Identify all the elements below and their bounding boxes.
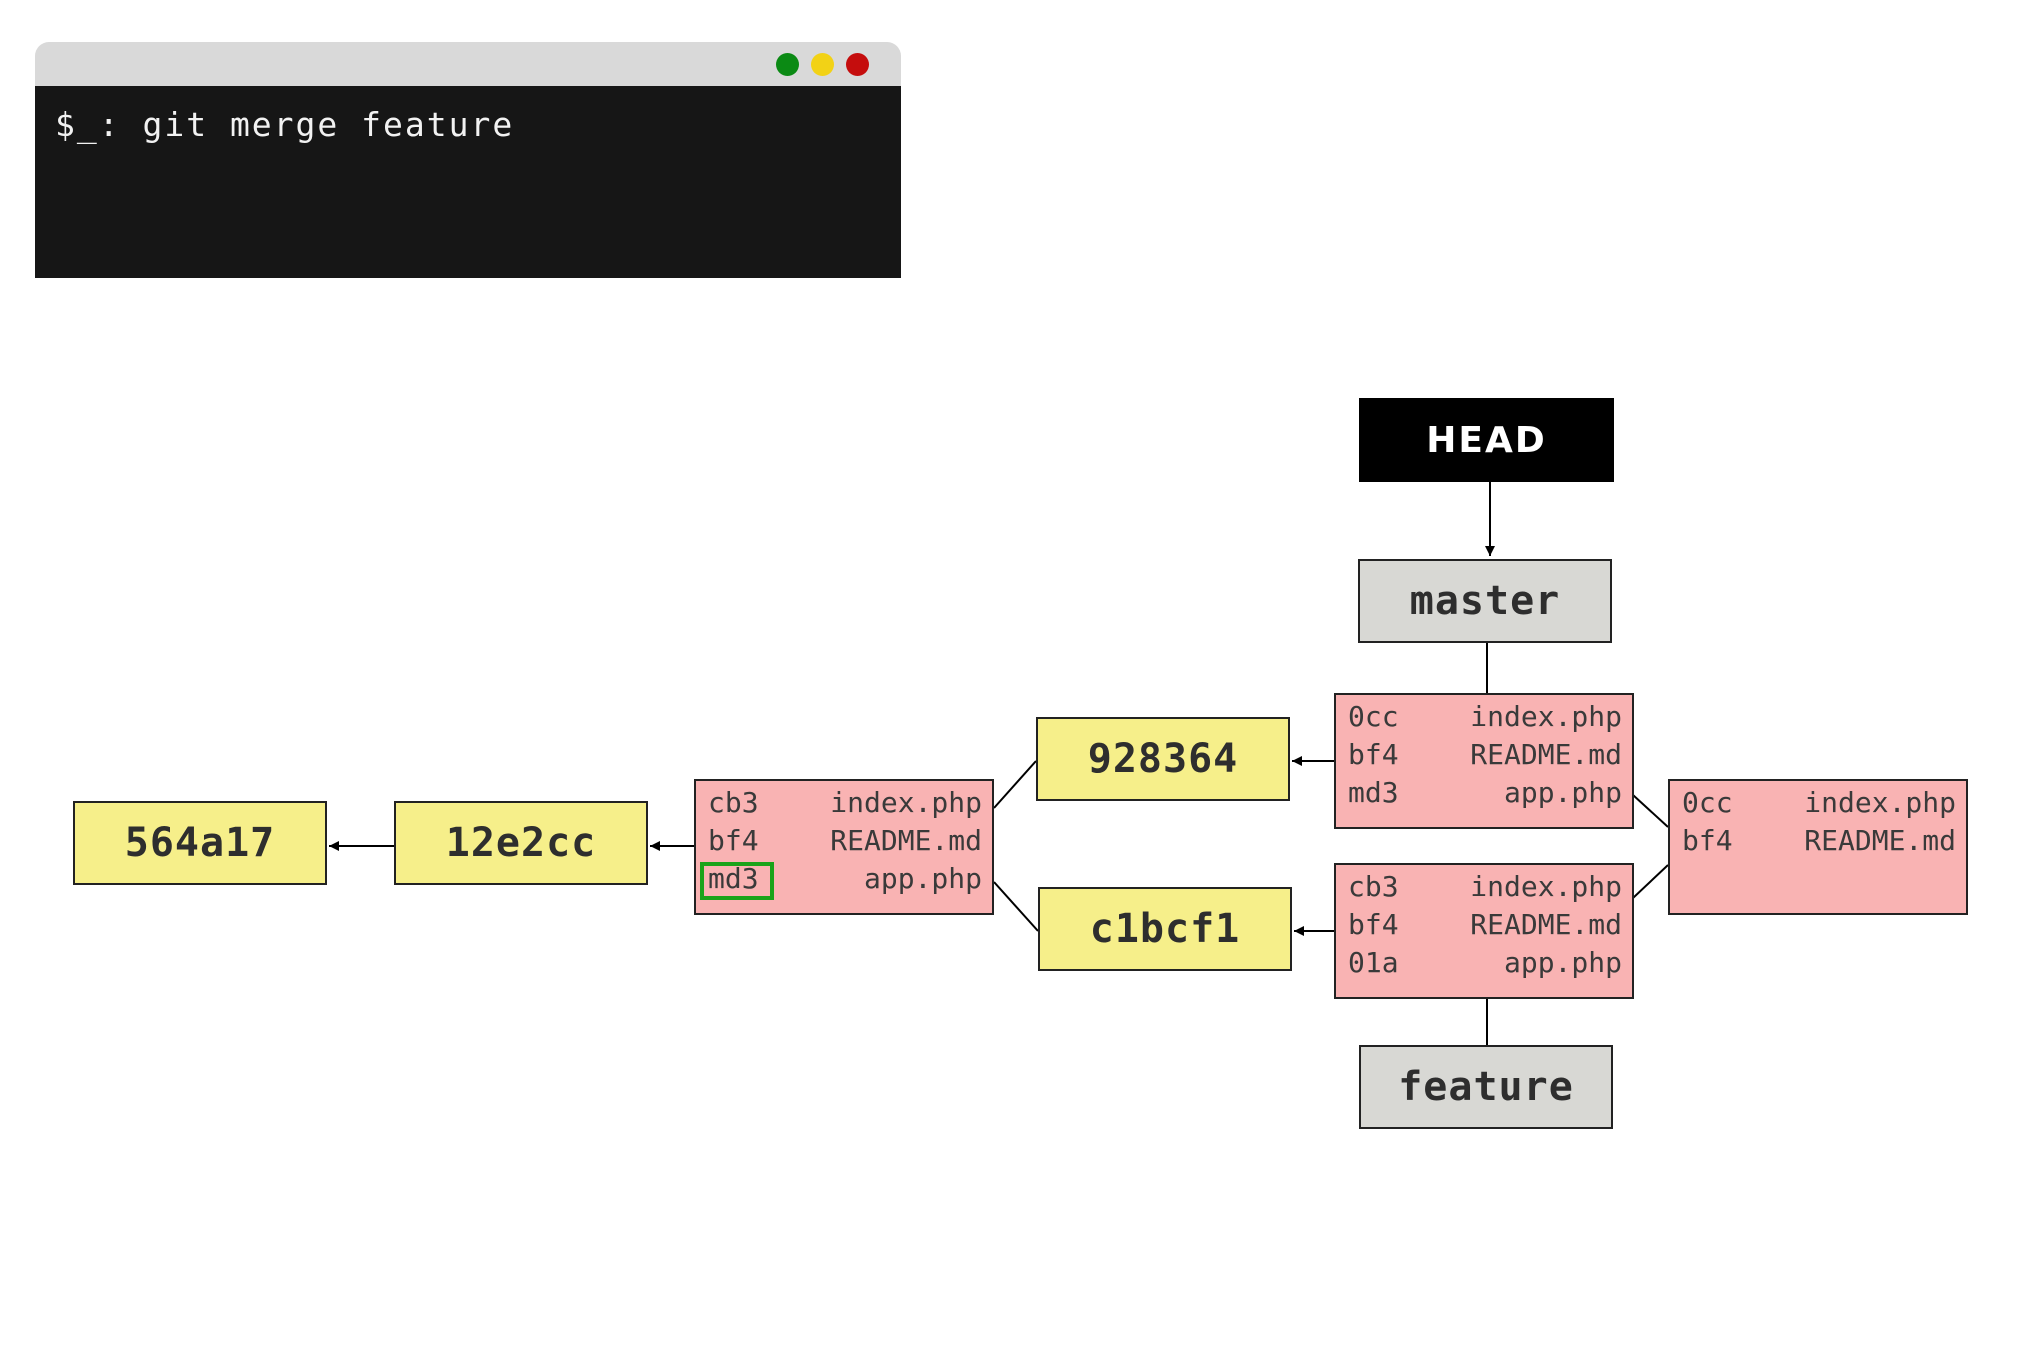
commit-928364[interactable]: 928364 [1036,717,1290,801]
commit-12e2cc[interactable]: 12e2cc [394,801,648,885]
tree-row: 0cc index.php [1348,699,1622,735]
file-name: README.md [1470,738,1622,771]
highlight-box [700,862,774,900]
tree-feature[interactable]: cb3 index.php bf4 README.md 01a app.php [1334,863,1634,999]
file-name: README.md [1470,908,1622,941]
tree-master[interactable]: 0cc index.php bf4 README.md md3 app.php [1334,693,1634,829]
base-to-upper-line [993,760,1037,809]
commit-c1bcf1[interactable]: c1bcf1 [1038,887,1292,971]
blob-hash: bf4 [1348,738,1399,771]
file-name: index.php [1804,786,1956,819]
blob-hash: cb3 [1348,870,1399,903]
commit-hash: 564a17 [124,820,276,866]
blob-hash: md3 [708,862,759,895]
tree-merged[interactable]: 0cc index.php bf4 README.md [1668,779,1968,915]
blob-hash: 0cc [1682,786,1733,819]
tree-row: bf4 README.md [1348,907,1622,943]
master-branch[interactable]: master [1358,559,1612,643]
tree-row: 01a app.php [1348,945,1622,981]
file-name: index.php [1470,870,1622,903]
blob-hash: cb3 [708,786,759,819]
head-label: HEAD [1426,419,1547,461]
commit-hash: 12e2cc [445,820,597,866]
feature-label: feature [1398,1064,1574,1110]
base-to-lower-line [993,881,1039,932]
blob-hash: 01a [1348,946,1399,979]
blob-hash: bf4 [1348,908,1399,941]
terminal-title-bar [35,42,901,86]
feature-branch[interactable]: feature [1359,1045,1613,1129]
commit-hash: c1bcf1 [1089,906,1241,952]
tree-row: cb3 index.php [708,785,982,821]
commit-hash: 928364 [1087,736,1239,782]
tree-row: bf4 README.md [1682,823,1956,859]
green-dot-icon[interactable] [776,53,799,76]
master-label: master [1409,578,1561,624]
blob-hash: md3 [1348,776,1399,809]
file-name: app.php [1503,776,1622,809]
blob-hash: bf4 [1682,824,1733,857]
tree-base[interactable]: cb3 index.php bf4 README.md md3 app.php [694,779,994,915]
red-dot-icon[interactable] [846,53,869,76]
file-name: app.php [863,862,982,895]
commit-564a17[interactable]: 564a17 [73,801,327,885]
file-name: app.php [1503,946,1622,979]
head-ref[interactable]: HEAD [1359,398,1614,482]
file-name: index.php [830,786,982,819]
tree-row: 0cc index.php [1682,785,1956,821]
tree-row: md3 app.php [1348,775,1622,811]
yellow-dot-icon[interactable] [811,53,834,76]
master-tree-to-merged-line [1632,794,1669,828]
file-name: README.md [830,824,982,857]
tree-row: bf4 README.md [1348,737,1622,773]
blob-hash: 0cc [1348,700,1399,733]
file-name: index.php [1470,700,1622,733]
blob-hash: bf4 [708,824,759,857]
tree-row: md3 app.php [708,861,982,897]
terminal-body[interactable] [35,86,901,278]
tree-row: cb3 index.php [1348,869,1622,905]
file-name: README.md [1804,824,1956,857]
terminal-command: $_: git merge feature [55,105,515,144]
feature-tree-to-merged-line [1632,864,1669,899]
terminal-window: $_: git merge feature [35,42,901,278]
tree-row: bf4 README.md [708,823,982,859]
